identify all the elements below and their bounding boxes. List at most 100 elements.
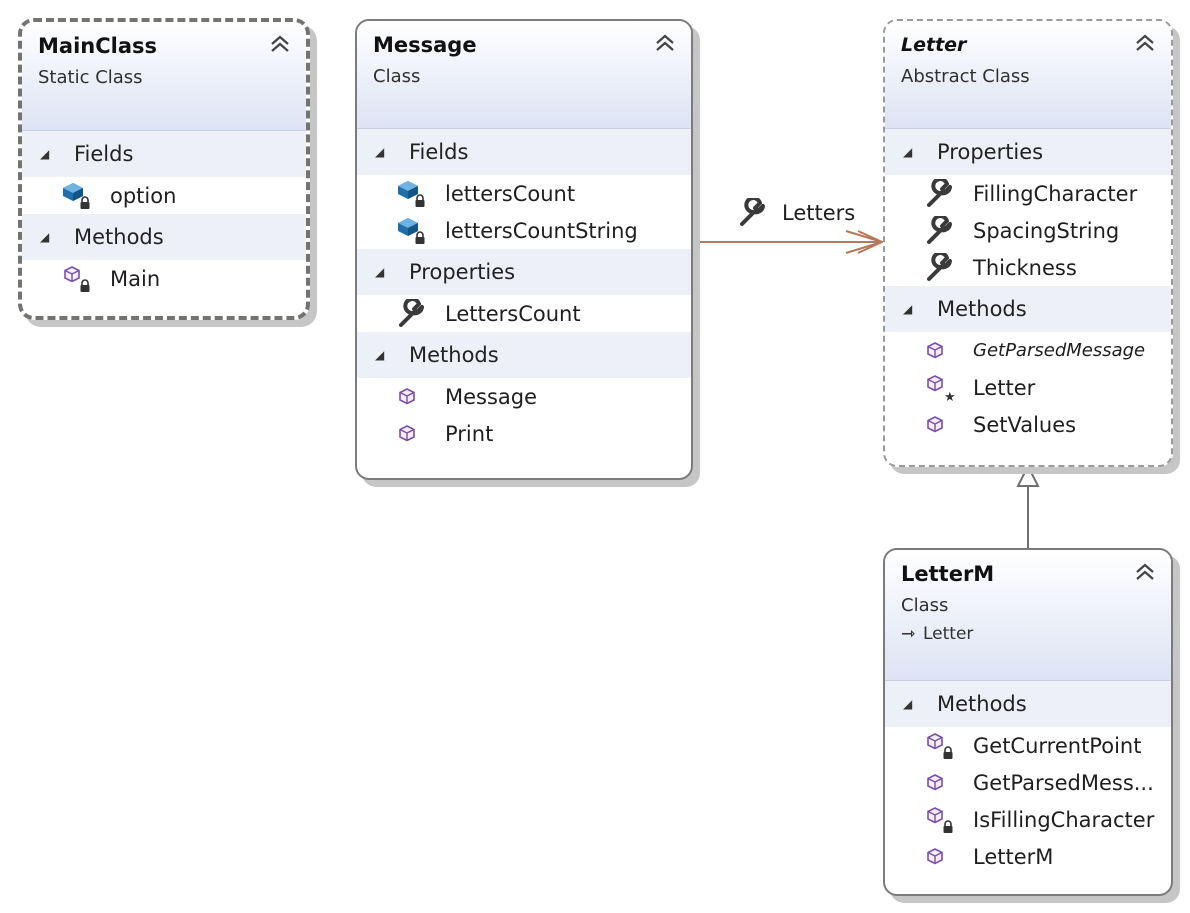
section-title: Methods [74,225,164,249]
class-header: MainClass Static Class [22,22,306,131]
member-row[interactable]: ★Letter [885,369,1171,406]
class-name: MainClass [38,34,157,58]
member-row[interactable]: IsFillingCharacter [885,801,1171,838]
base-class-name: Letter [923,624,974,644]
member-row[interactable]: lettersCount [357,175,691,212]
private-field-icon [397,179,433,209]
member-label: LetterM [973,844,1054,869]
inheritance-line[interactable] [1016,463,1040,548]
property-wrench-icon [397,298,433,329]
member-row[interactable]: Message [357,378,691,415]
member-row[interactable]: GetParsedMess... [885,764,1171,801]
member-row[interactable]: lettersCountString [357,212,691,249]
inherits-arrow-icon: ⇾ [901,624,916,644]
member-label: Print [445,421,494,446]
association-label: Letters [738,196,855,228]
section-header-methods[interactable]: ◢ Methods [22,214,306,260]
section-header-properties[interactable]: ◢Properties [357,249,691,295]
collapse-chevron-icon[interactable] [653,33,677,53]
property-wrench-icon [925,252,961,283]
private-field-icon [62,181,98,211]
member-label: GetParsedMess... [973,770,1154,795]
expand-triangle-icon[interactable]: ◢ [375,145,385,159]
section-header-methods[interactable]: ◢ Methods [885,286,1171,332]
section-header-methods[interactable]: ◢ Methods [357,332,691,378]
member-label: Main [110,266,161,291]
member-label: LettersCount [445,301,581,326]
member-row[interactable]: Main [22,260,306,297]
class-box-mainclass[interactable]: MainClass Static Class ◢ Fields option ◢ Met… [18,18,310,320]
section-header-fields[interactable]: ◢ Fields [357,129,691,175]
section-header-methods[interactable]: ◢Methods [885,681,1171,727]
property-wrench-icon [925,215,961,246]
expand-triangle-icon[interactable]: ◢ [375,265,385,279]
member-label: SpacingString [973,218,1120,243]
class-kind: Abstract Class [901,66,1030,87]
method-icon [925,768,961,798]
class-kind: Static Class [38,67,143,88]
association-letters-line[interactable] [692,230,886,254]
method-icon [925,842,961,872]
class-kind: Class [901,595,949,616]
section-header-fields[interactable]: ◢ Fields [22,131,306,177]
section-header-properties[interactable]: ◢ Properties [885,129,1171,175]
property-wrench-icon [925,178,961,209]
member-label: Message [445,384,538,409]
member-row[interactable]: LettersCount [357,295,691,332]
expand-triangle-icon[interactable]: ◢ [903,697,913,711]
class-name: Message [373,33,477,57]
expand-triangle-icon[interactable]: ◢ [903,145,913,159]
member-row[interactable]: SetValues [885,406,1171,443]
base-class: ⇾ Letter [901,620,1155,648]
expand-triangle-icon[interactable]: ◢ [40,230,50,244]
member-row[interactable]: GetParsedMessage [885,332,1171,369]
class-name: LetterM [901,562,995,586]
method-icon [397,419,433,449]
expand-triangle-icon[interactable]: ◢ [375,348,385,362]
member-row[interactable]: Thickness [885,249,1171,286]
method-icon [397,382,433,412]
member-label: option [110,183,177,208]
member-row[interactable]: FillingCharacter [885,175,1171,212]
collapse-chevron-icon[interactable] [1133,33,1157,53]
member-label: SetValues [973,412,1077,437]
class-header: Letter Abstract Class [885,21,1171,129]
member-label: GetCurrentPoint [973,733,1142,758]
member-label: FillingCharacter [973,181,1138,206]
member-row[interactable]: SpacingString [885,212,1171,249]
method-icon [925,336,961,366]
class-header: LetterM Class ⇾ Letter [885,550,1171,681]
collapse-chevron-icon[interactable] [268,34,292,54]
private-field-icon [397,216,433,246]
section-title: Methods [409,343,499,367]
member-row[interactable]: Print [357,415,691,452]
member-label: Thickness [973,255,1077,280]
class-kind: Class [373,66,421,87]
section-title: Fields [409,140,469,164]
class-name: Letter [901,34,967,56]
member-row[interactable]: GetCurrentPoint [885,727,1171,764]
member-label: GetParsedMessage [973,340,1146,361]
member-label: lettersCountString [445,218,638,243]
member-row[interactable]: LetterM [885,838,1171,875]
section-title: Properties [937,140,1044,164]
expand-triangle-icon[interactable]: ◢ [40,147,50,161]
collapse-chevron-icon[interactable] [1133,562,1157,582]
section-title: Methods [937,297,1027,321]
member-row[interactable]: option [22,177,306,214]
svg-text:★: ★ [944,390,956,403]
class-box-message[interactable]: Message Class ◢ Fields lettersCount letters… [355,19,693,480]
protected-method-icon: ★ [925,373,961,403]
section-title: Fields [74,142,134,166]
private-method-icon [62,264,98,294]
expand-triangle-icon[interactable]: ◢ [903,302,913,316]
private-method-icon [925,731,961,761]
member-label: IsFillingCharacter [973,807,1155,832]
